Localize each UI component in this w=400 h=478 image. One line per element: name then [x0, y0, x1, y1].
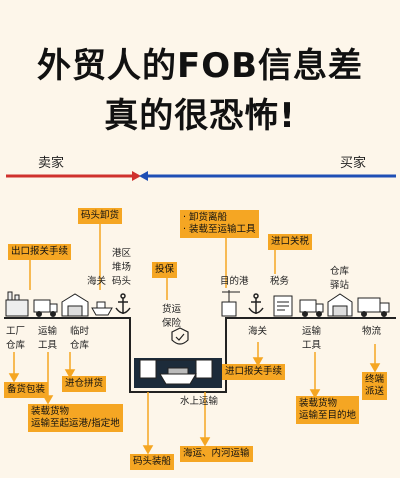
- water-transport-label: 水上运输: [180, 396, 219, 407]
- seller-arrow: [6, 171, 141, 181]
- callout-import-declaration: 进口报关手续: [222, 364, 286, 380]
- port-area-label-3: 码头: [112, 276, 132, 287]
- buyer-arrow: [139, 171, 396, 181]
- factory-label-2: 仓库: [6, 340, 26, 351]
- warehouse-post-label-2: 驿站: [330, 280, 350, 291]
- callout-dock-unload: 码头卸货: [78, 208, 123, 224]
- warehouse-post-label-1: 仓库: [330, 266, 350, 277]
- anchor-icon-left: [115, 293, 131, 314]
- callout-packing: 备货包装: [4, 382, 49, 398]
- port-crane-icon: [139, 359, 213, 379]
- callout-import-tax: 进口关税: [268, 234, 313, 250]
- temp-warehouse-label-1: 临时: [70, 326, 90, 337]
- port-area-label-1: 港区: [112, 248, 132, 259]
- tax-document-icon: [273, 295, 293, 317]
- factory-label-1: 工厂: [6, 326, 26, 337]
- callout-sea-river: 海运、内河运输: [180, 446, 253, 462]
- callout-load-ship-right: 装载货物 运输至目的地: [296, 396, 360, 424]
- insurance-icon: [171, 327, 189, 345]
- callout-arrows: [8, 222, 381, 455]
- callout-final-delivery-1: 终端: [365, 374, 385, 385]
- warehouse-icon-right: [327, 293, 353, 317]
- callout-load-ship-right-1: 装载货物: [299, 398, 338, 409]
- tax-label: 税务: [270, 276, 290, 287]
- callout-dock-loading: 码头装船: [130, 454, 175, 470]
- truck-icon-left: [33, 299, 58, 317]
- logistics-label: 物流: [362, 326, 382, 337]
- transport-left-label-2: 工具: [38, 340, 58, 351]
- destination-port-label: 目的港: [220, 276, 249, 287]
- customs-label-right: 海关: [248, 326, 268, 337]
- title-line-1: 外贸人的FOB信息差: [36, 46, 364, 86]
- seller-label: 卖家: [38, 156, 65, 171]
- callout-final-delivery: 终端 派送: [362, 372, 388, 400]
- callout-load-ship-left: 装载货物 运输至起运港/指定地: [28, 404, 123, 432]
- cargo-ship-icon: [159, 367, 197, 385]
- port-area-label-2: 堆场: [112, 262, 132, 273]
- callout-unload-item-1: · 卸货离船: [183, 212, 228, 223]
- cargo-insurance-label-2: 保险: [162, 318, 182, 329]
- transport-right-label-2: 工具: [302, 340, 322, 351]
- callout-insure: 投保: [152, 262, 178, 278]
- callout-final-delivery-2: 派送: [365, 386, 385, 397]
- delivery-truck-icon: [357, 297, 390, 317]
- callout-load-ship-right-2: 运输至目的地: [299, 410, 357, 421]
- callout-consolidation: 进仓拼货: [62, 376, 107, 392]
- cargo-insurance-label-1: 货运: [162, 304, 182, 315]
- customs-label-left: 海关: [87, 276, 107, 287]
- buyer-label: 买家: [340, 156, 367, 171]
- factory-icon: [5, 291, 29, 317]
- title-line-2: 真的很恐怖!: [104, 96, 296, 136]
- ground-line: [4, 317, 396, 393]
- callout-unload-item-2: · 装载至运输工具: [183, 224, 256, 235]
- callout-export-declaration: 出口报关手续: [8, 244, 72, 260]
- boat-icon-left: [91, 301, 113, 316]
- crane-icon-right: [221, 290, 240, 317]
- transport-right-label-1: 运输: [302, 326, 322, 337]
- transport-left-label-1: 运输: [38, 326, 58, 337]
- warehouse-icon-left: [61, 293, 89, 317]
- anchor-icon-right: [248, 293, 264, 314]
- temp-warehouse-label-2: 仓库: [70, 340, 90, 351]
- callout-unload-items: · 卸货离船 · 装载至运输工具: [180, 210, 259, 238]
- callout-load-ship-left-1: 装载货物: [31, 406, 70, 417]
- callout-load-ship-left-2: 运输至起运港/指定地: [31, 418, 120, 429]
- truck-icon-right: [299, 299, 324, 317]
